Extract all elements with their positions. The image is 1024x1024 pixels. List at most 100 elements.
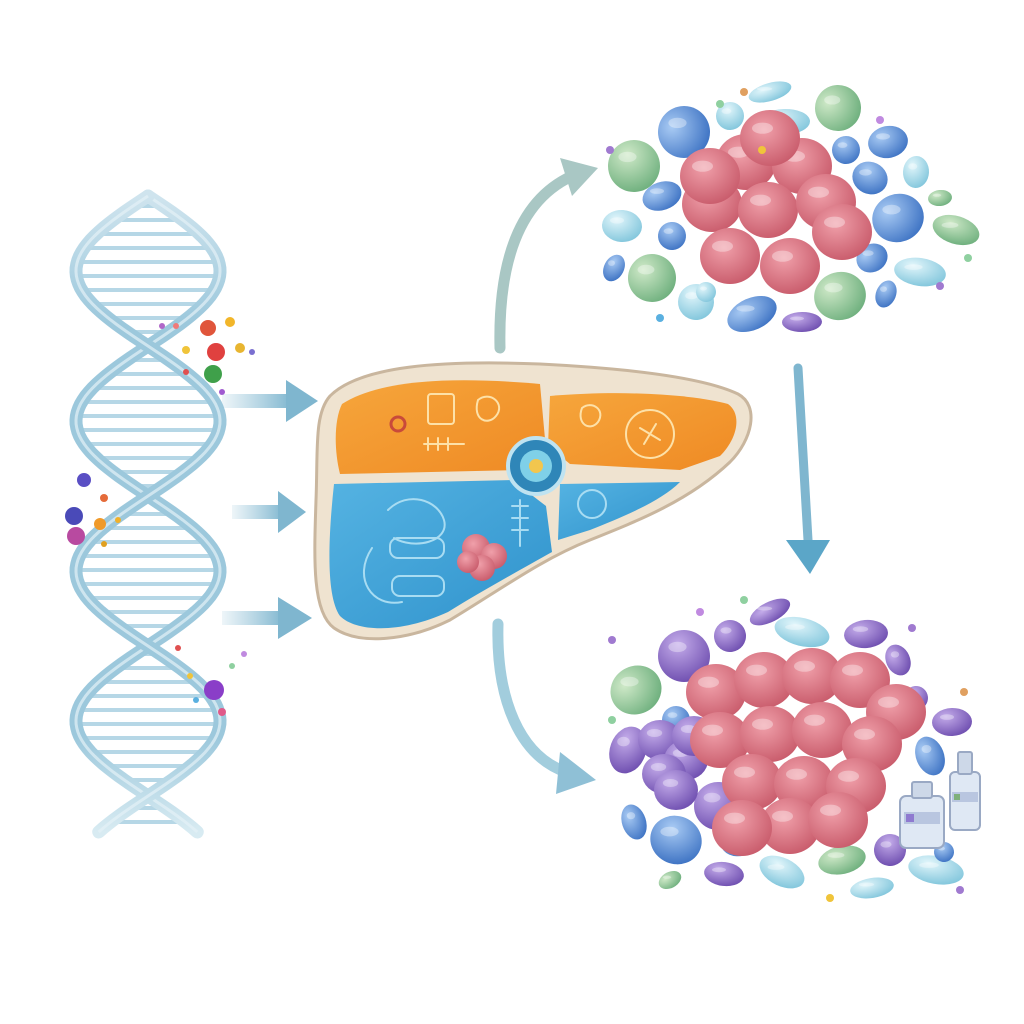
arrow-to-top-cluster [494, 170, 578, 354]
cell [658, 222, 686, 250]
mutation-dot [229, 663, 235, 669]
cell [852, 161, 888, 195]
speck [826, 894, 834, 902]
mutation-dot [65, 507, 83, 525]
speck [608, 716, 616, 724]
cell [749, 598, 791, 626]
speck [740, 596, 748, 604]
speck [656, 314, 664, 322]
tumor-cell [740, 706, 800, 762]
tumor-cell [760, 798, 820, 854]
liver-organ [313, 361, 753, 641]
tumor-cell [680, 148, 740, 204]
cell [844, 619, 888, 649]
speck [876, 116, 884, 124]
cell [874, 834, 906, 866]
cell [642, 181, 682, 211]
tumor-cell [782, 648, 842, 704]
cell-cluster [602, 81, 980, 333]
mutation-dot [200, 320, 216, 336]
mutation-dot [94, 518, 106, 530]
dna-to-liver-arrows [222, 380, 318, 639]
mutation-dot [249, 349, 255, 355]
cell [704, 861, 744, 887]
speck [740, 88, 748, 96]
cell [774, 616, 830, 648]
liver-detail-doodles [362, 393, 675, 604]
tumor-cell [690, 712, 750, 768]
liver-lobe-orange-left [335, 380, 546, 474]
cell [716, 102, 744, 130]
cell [748, 81, 792, 103]
cell [902, 156, 930, 188]
mutation-dot [187, 673, 193, 679]
arrowhead-bottom-cluster [556, 752, 596, 794]
speck [936, 282, 944, 290]
cell [628, 254, 676, 302]
arrow-middle [232, 491, 306, 533]
cell [610, 665, 662, 715]
cell [759, 855, 805, 889]
mutation-dot [204, 365, 222, 383]
mutation-dot [77, 473, 91, 487]
speck [758, 146, 766, 154]
cell [658, 106, 710, 158]
tumor-cell [812, 204, 872, 260]
mutation-dot [101, 541, 107, 547]
cell [814, 271, 866, 321]
speck [960, 688, 968, 696]
arrowhead-cluster-progression [786, 540, 830, 574]
cell [815, 85, 861, 131]
cell [782, 311, 822, 333]
cell [621, 804, 647, 840]
liver-hub-icon [506, 436, 566, 496]
tumor-cell [686, 664, 746, 720]
tumor-cell [734, 652, 794, 708]
cell [915, 736, 945, 776]
dna-helix [65, 189, 255, 839]
speck [606, 146, 614, 154]
cell [908, 855, 964, 885]
cell [818, 845, 866, 875]
arrow-to-bottom-cluster [492, 618, 572, 778]
cell [872, 193, 924, 243]
cell [696, 282, 716, 302]
mutation-dot [183, 369, 189, 375]
tumor-cell [700, 228, 760, 284]
mutation-dot [241, 651, 247, 657]
cell [602, 209, 642, 243]
mutation-dot [204, 680, 224, 700]
tumor-cell [722, 754, 782, 810]
liver-tumor-icon [457, 534, 507, 581]
aggregated-cell [654, 770, 698, 810]
tumor-cell-cluster [608, 596, 972, 902]
medicine-bottle-icon [899, 751, 981, 849]
liver-lobe-blue-left [329, 480, 552, 629]
tumor-cell [738, 182, 798, 238]
cell [832, 136, 860, 164]
mutation-dot [207, 343, 225, 361]
cell [850, 877, 894, 899]
mutation-dot [115, 517, 121, 523]
tumor-cell [792, 702, 852, 758]
mutation-dot [235, 343, 245, 353]
tumor-cell [712, 800, 772, 856]
mutation-dot [219, 389, 225, 395]
tumor-cell [842, 716, 902, 772]
cell [894, 257, 946, 287]
cell [868, 125, 908, 159]
speck [964, 254, 972, 262]
cell [603, 254, 625, 282]
cell [932, 214, 980, 246]
arrowhead-top-cluster [560, 158, 598, 196]
cell [727, 295, 777, 333]
cell [875, 280, 897, 308]
arrow-cluster-progression [793, 363, 813, 545]
tumor-cell [760, 238, 820, 294]
cell [932, 707, 972, 737]
speck [908, 624, 916, 632]
speck [716, 100, 724, 108]
mutation-dot [67, 527, 85, 545]
